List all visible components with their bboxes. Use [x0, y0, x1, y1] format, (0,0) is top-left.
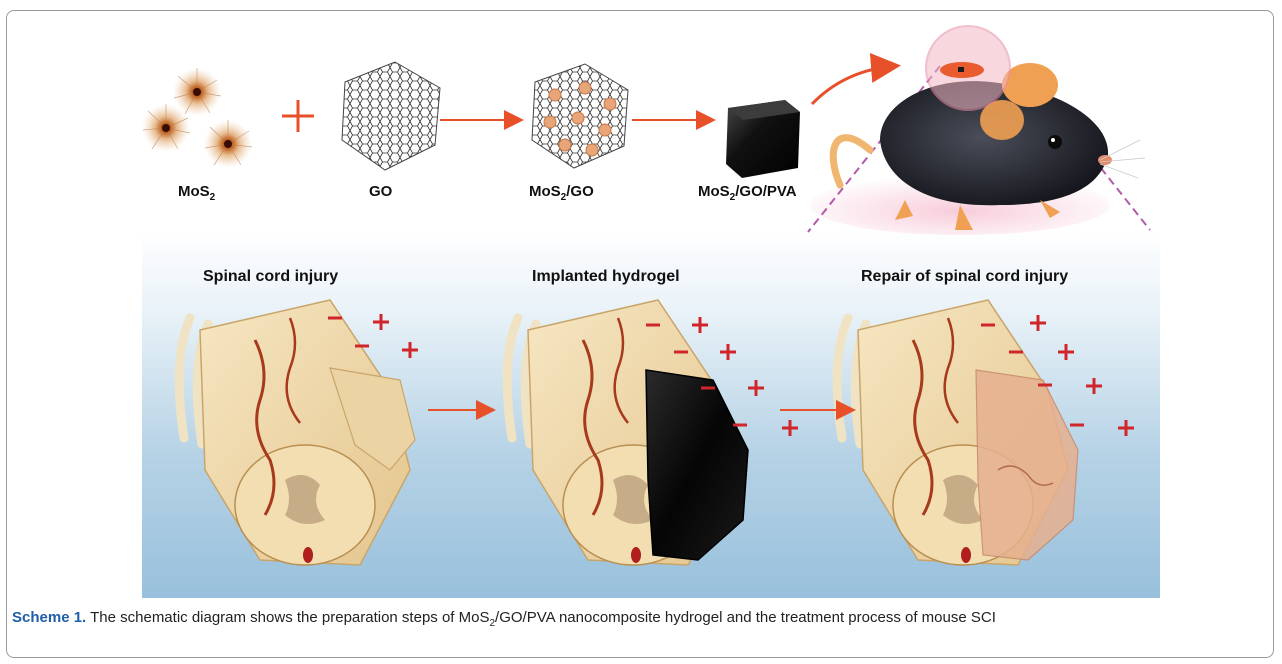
positive-charge [1030, 315, 1046, 331]
positive-charge [748, 380, 764, 396]
label-mos2-go: MoS2/GO [529, 183, 594, 203]
caption-text-cont: /GO/PVA nanocomposite hydrogel and the t… [495, 609, 996, 626]
label-repair-spinal-cord: Repair of spinal cord injury [861, 268, 1068, 286]
positive-charge [1058, 344, 1074, 360]
positive-charge [1086, 378, 1102, 394]
caption-label: Scheme 1. [12, 609, 86, 626]
figure-caption: Scheme 1. The schematic diagram shows th… [12, 608, 1267, 634]
positive-charge [1118, 420, 1134, 436]
label-implanted-hydrogel: Implanted hydrogel [532, 268, 680, 286]
mos2-go-composite [532, 64, 628, 168]
positive-charge [782, 420, 798, 436]
label-go: GO [369, 183, 392, 200]
label-mos2-go-pva: MoS2/GO/PVA [698, 183, 797, 203]
spinal-cord-repair [837, 300, 1078, 565]
label-spinal-cord-injury: Spinal cord injury [203, 268, 338, 286]
label-mos2: MoS2 [178, 183, 215, 203]
positive-charge [720, 344, 736, 360]
positive-charge [373, 314, 389, 330]
plus-operator [282, 100, 314, 132]
hydrogel-block [726, 100, 800, 178]
spinal-cord-injury [179, 300, 415, 565]
mouse-illustration [808, 26, 1150, 235]
spinal-cord-implant [507, 300, 748, 565]
mos2-nanoflowers [142, 68, 252, 168]
graphene-oxide-sheet [342, 62, 440, 170]
positive-charge [402, 342, 418, 358]
arrow-to-mouse [812, 66, 895, 104]
positive-charge [692, 317, 708, 333]
caption-text: The schematic diagram shows the preparat… [86, 609, 489, 626]
